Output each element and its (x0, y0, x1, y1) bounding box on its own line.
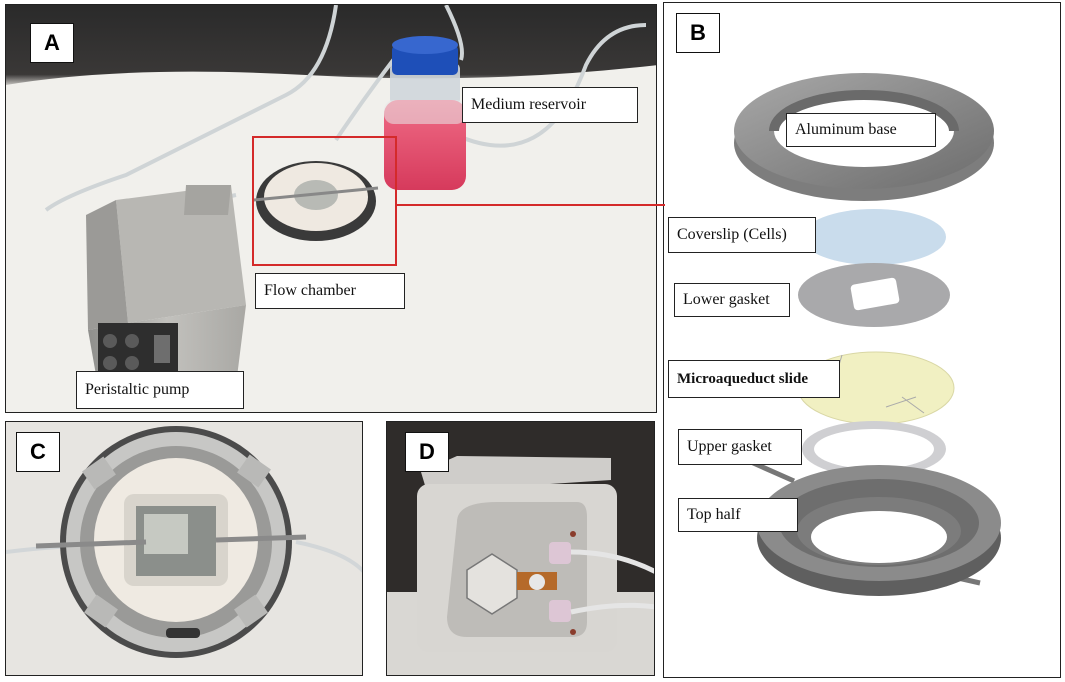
aluminum-base-label: Aluminum base (786, 113, 936, 147)
panel-b-letter: B (676, 13, 720, 53)
peristaltic-pump-label: Peristaltic pump (76, 371, 244, 409)
upper-gasket-label: Upper gasket (678, 429, 802, 465)
panel-c: C (5, 421, 363, 676)
panel-c-letter: C (16, 432, 60, 472)
panel-d-letter: D (405, 432, 449, 472)
coverslip-label: Coverslip (Cells) (668, 217, 816, 253)
flow-chamber-highlight (252, 136, 397, 266)
panel-a: A Medium reservoir Flow chamber Peristal… (5, 4, 657, 413)
panel-c-chamber-closeup (6, 422, 362, 675)
panel-b-exploded-diagram (734, 73, 1001, 596)
flow-chamber-photo (253, 161, 379, 241)
panel-b: B Aluminum base Coverslip (Cells) Lower … (663, 2, 1061, 678)
top-half-label: Top half (678, 498, 798, 532)
panel-a-photo (6, 5, 656, 412)
panel-a-letter: A (30, 23, 74, 63)
microaqueduct-slide-label: Microaqueduct slide (668, 360, 840, 398)
lower-gasket-label: Lower gasket (674, 283, 790, 317)
coverslip-part (802, 209, 946, 265)
lower-gasket-part (798, 263, 950, 327)
top-half-part (740, 455, 1001, 596)
flow-chamber-label: Flow chamber (255, 273, 405, 309)
panel-d: D (386, 421, 655, 676)
medium-reservoir-label: Medium reservoir (462, 87, 638, 123)
upper-gasket-part (802, 421, 946, 477)
medium-reservoir-bottle (384, 36, 466, 190)
